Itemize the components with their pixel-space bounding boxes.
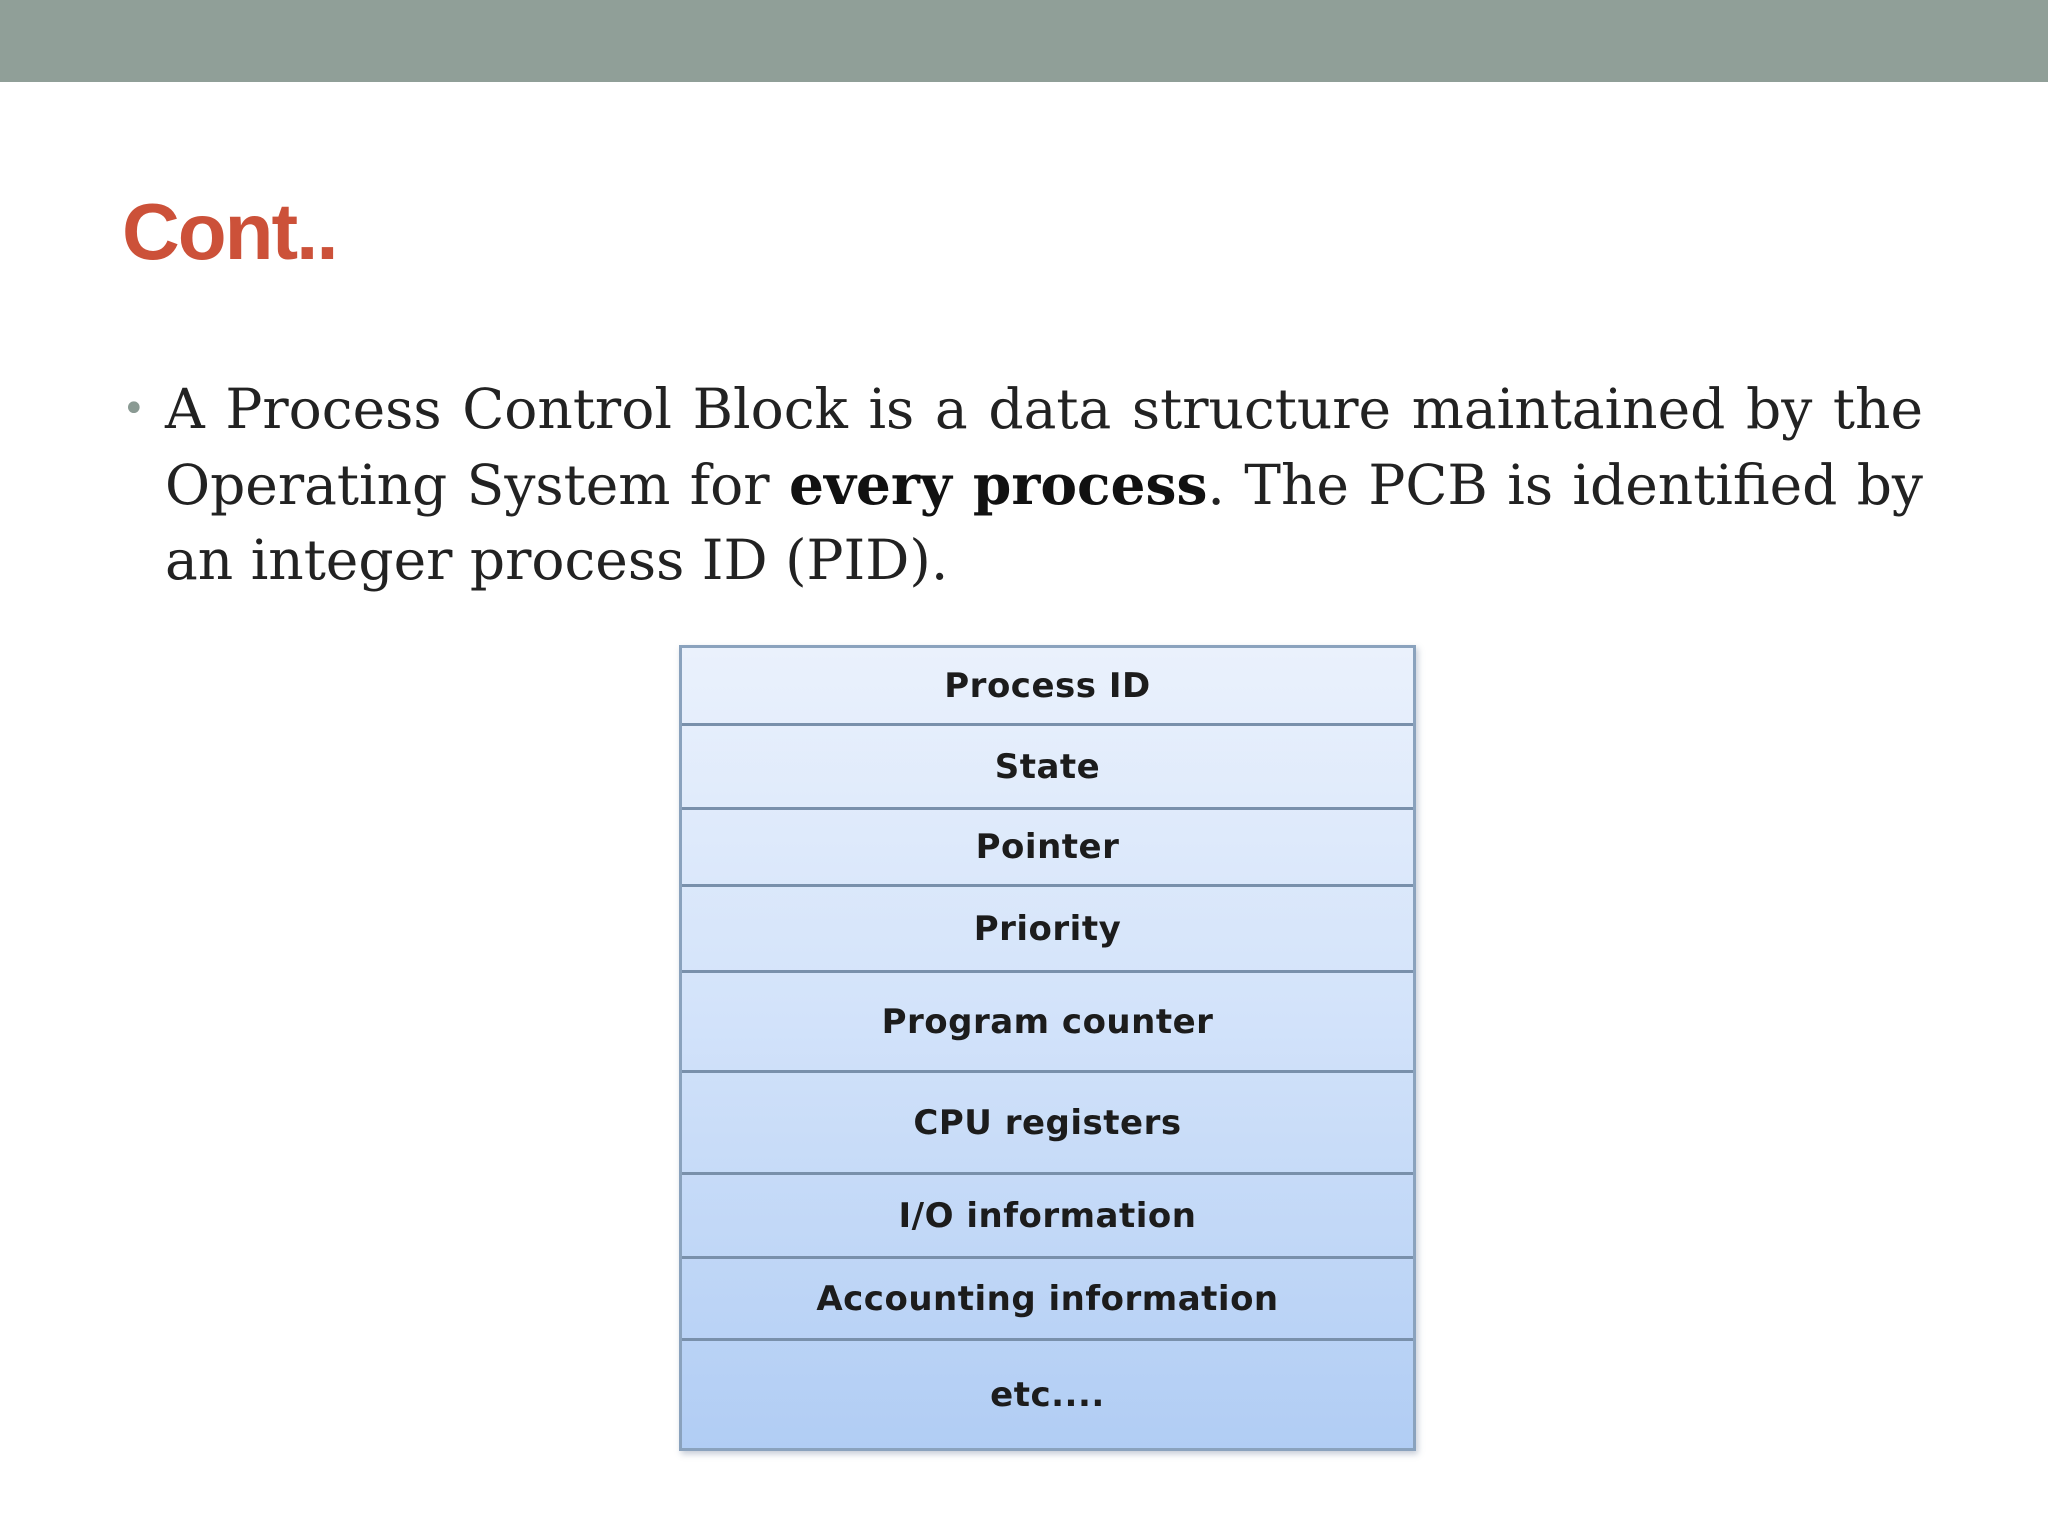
- pcb-row-state: State: [682, 726, 1413, 810]
- bullet-text-part-1: A Process Control Block is a data struct…: [165, 377, 1923, 517]
- pcb-row-pointer: Pointer: [682, 810, 1413, 887]
- bullet-text-part-2: . The PCB is identified by an integer pr…: [165, 453, 1923, 592]
- pcb-row-etc: etc....: [990, 1374, 1105, 1415]
- bullet-text: A Process Control Block is a data struct…: [165, 372, 1923, 598]
- pcb-row-program-counter: Program counter: [682, 973, 1413, 1073]
- pcb-row-priority: Priority: [682, 887, 1413, 973]
- pcb-row-process-id: Process ID: [682, 648, 1413, 726]
- bullet-marker: •: [122, 386, 146, 432]
- slide-top-bar: [0, 0, 2048, 82]
- pcb-row-accounting-information: Accounting information: [682, 1259, 1413, 1341]
- pcb-diagram: Process ID State Pointer Priority Progra…: [679, 645, 1416, 1451]
- bullet-text-bold: every process: [788, 452, 1208, 517]
- slide-title: Cont..: [122, 187, 339, 276]
- pcb-row-cpu-registers: CPU registers: [682, 1073, 1413, 1175]
- pcb-row-io-information: I/O information: [682, 1175, 1413, 1259]
